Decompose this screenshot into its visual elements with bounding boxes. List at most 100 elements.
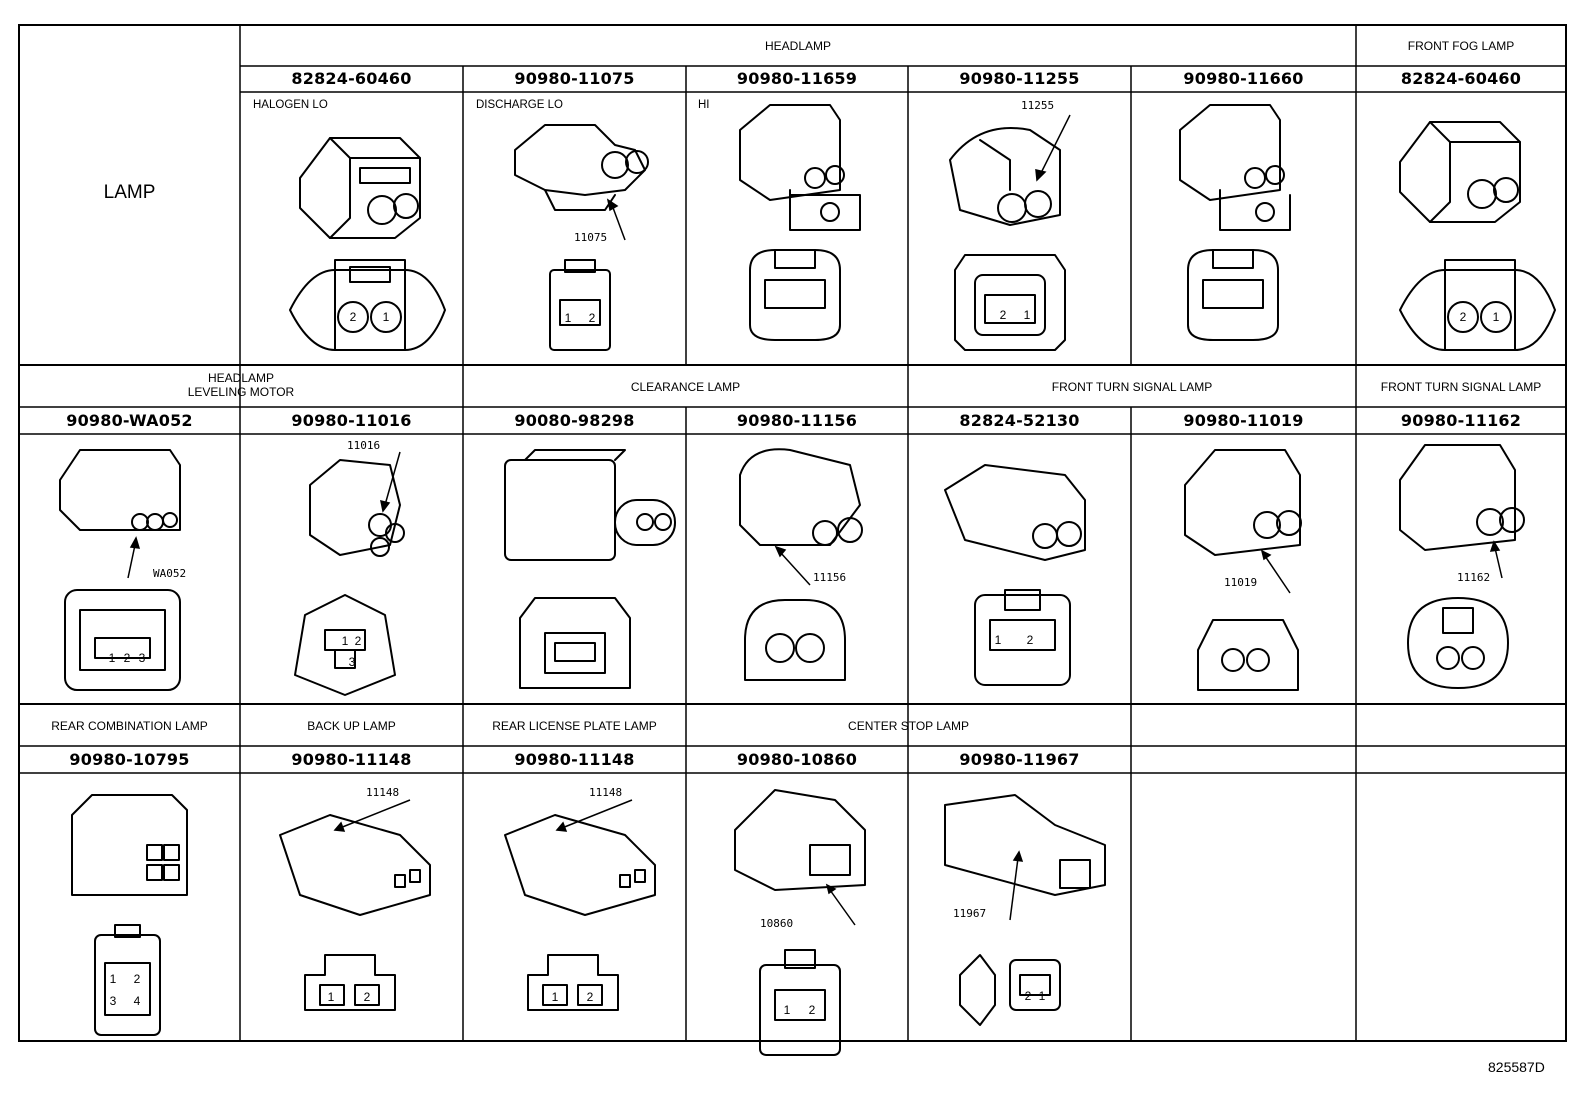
connector-drawing-82824-52130: [944, 464, 1086, 561]
pin-1: 1: [383, 310, 390, 324]
connector-face-90980-11967: [959, 954, 1061, 1026]
pin-4: 4: [134, 994, 141, 1008]
pin-2: 2: [124, 651, 131, 665]
pin-1: 1: [109, 651, 116, 665]
part-number: 82824-52130: [959, 411, 1080, 430]
pin-2: 2: [364, 990, 371, 1004]
pin-1: 1: [552, 990, 559, 1004]
callout-label: 11019: [1224, 576, 1258, 589]
part-number: 90980-11660: [1183, 69, 1304, 88]
pin-1: 1: [1039, 989, 1046, 1003]
connector-face-82824-60460-b: [1399, 259, 1556, 351]
callout-label: 11967: [953, 907, 987, 920]
sublabel-halogen-lo: HALOGEN LO: [253, 99, 328, 111]
pin-2: 2: [134, 972, 141, 986]
connector-drawing-90980-WA052: [59, 449, 181, 531]
pin-1: 1: [110, 972, 117, 986]
connector-drawing-90980-11162: [1399, 444, 1525, 551]
part-number: 90980-11156: [736, 411, 858, 430]
group-headlamp: HEADLAMP: [764, 39, 832, 53]
part-number: 90980-11967: [959, 750, 1080, 769]
pin-2: 2: [589, 311, 596, 325]
connector-face-82824-52130: [974, 589, 1071, 686]
part-number: 90980-11162: [1400, 411, 1522, 430]
pin-3: 3: [349, 655, 356, 669]
connector-face-90980-11660: [1187, 249, 1279, 341]
part-number: 90980-10795: [69, 750, 190, 769]
part-number: 90980-11075: [514, 69, 635, 88]
pin-1: 1: [1024, 308, 1031, 322]
pin-2: 2: [587, 990, 594, 1004]
connector-drawing-90980-11016: [309, 459, 405, 557]
callout-label: 11075: [574, 231, 608, 244]
connector-face-90980-10860: [759, 949, 841, 1056]
connector-drawing-90980-11148-a: [279, 814, 431, 916]
pin-3: 3: [110, 994, 117, 1008]
part-number: 82824-60460: [1400, 69, 1522, 88]
group-back-up-lamp: BACK UP LAMP: [307, 719, 396, 733]
connector-drawing-90980-11660: [1179, 104, 1291, 231]
connector-drawing-90980-10795: [71, 794, 188, 896]
pin-2: 2: [1000, 308, 1007, 322]
group-center-stop-lamp: CENTER STOP LAMP: [848, 719, 969, 733]
pin-1: 1: [784, 1003, 791, 1017]
group-clearance-lamp: CLEARANCE LAMP: [630, 380, 741, 394]
part-number: 90980-11016: [291, 411, 412, 430]
part-number: 82824-60460: [291, 69, 412, 88]
callout-label: 11255: [1021, 99, 1055, 112]
connector-drawing-90980-11156: [739, 448, 863, 546]
pin-1: 1: [342, 634, 349, 648]
connector-drawing-90980-11075: [514, 124, 649, 211]
pin-2: 2: [1460, 310, 1467, 324]
connector-face-90980-11255: [954, 254, 1066, 351]
connector-drawing-90980-11148-b: [504, 814, 656, 916]
group-front-turn-signal-lamp: FRONT TURN SIGNAL LAMP: [1051, 380, 1213, 394]
connector-face-90980-11659: [749, 249, 841, 341]
connector-face-90980-11162: [1407, 597, 1509, 689]
sublabel-discharge-lo: DISCHARGE LO: [476, 99, 563, 111]
pin-1: 1: [995, 633, 1002, 647]
part-number: 90980-10860: [736, 750, 858, 769]
part-number: 90980-11255: [959, 69, 1080, 88]
group-headlamp-leveling-motor: HEADLAMP LEVELING MOTOR: [187, 371, 295, 399]
part-number: 90980-WA052: [66, 411, 193, 430]
group-rear-combination-lamp: REAR COMBINATION LAMP: [51, 719, 208, 733]
connector-face-90980-11016: [294, 594, 396, 696]
pin-2: 2: [1027, 633, 1034, 647]
connector-face-82824-60460-a: [289, 259, 446, 351]
callout-label: 10860: [760, 917, 794, 930]
part-number: 90080-98298: [514, 411, 635, 430]
callout-label: 11162: [1457, 571, 1491, 584]
callout-label: 11156: [813, 571, 847, 584]
connector-drawing-82824-60460-b: [1399, 121, 1521, 223]
pin-2: 2: [1025, 989, 1032, 1003]
figure-id: 825587D: [1488, 1059, 1545, 1075]
connector-face-90980-11019: [1197, 619, 1299, 691]
connector-face-90980-11148-a: [304, 954, 396, 1011]
connector-face-90980-WA052: [64, 589, 181, 691]
connector-drawing-90980-11019: [1184, 449, 1302, 556]
pin-2: 2: [350, 310, 357, 324]
callout-label: 11016: [347, 439, 381, 452]
connector-face-90080-98298: [519, 597, 631, 689]
pin-2: 2: [355, 634, 362, 648]
connector-drawing-90980-11659: [739, 104, 861, 231]
group-rear-license-plate-lamp: REAR LICENSE PLATE LAMP: [492, 719, 657, 733]
connector-drawing-90080-98298: [504, 449, 676, 561]
group-front-fog-lamp: FRONT FOG LAMP: [1407, 39, 1515, 53]
part-number: 90980-11148: [291, 750, 412, 769]
pin-3: 3: [139, 651, 146, 665]
callout-label: WA052: [153, 567, 187, 580]
pin-1: 1: [328, 990, 335, 1004]
part-number: 90980-11659: [736, 69, 858, 88]
part-number: 90980-11019: [1183, 411, 1304, 430]
connector-face-90980-11148-b: [527, 954, 619, 1011]
callout-label: 11148: [589, 786, 623, 799]
connector-drawing-90980-11255: [949, 127, 1061, 226]
connector-drawing-90980-10860: [734, 789, 866, 891]
connector-drawing-90980-11967: [944, 794, 1106, 896]
group-front-turn-signal-lamp-2: FRONT TURN SIGNAL LAMP: [1380, 380, 1542, 394]
connector-drawing-82824-60460-a: [299, 137, 421, 239]
sublabel-hi: HI: [698, 99, 710, 111]
